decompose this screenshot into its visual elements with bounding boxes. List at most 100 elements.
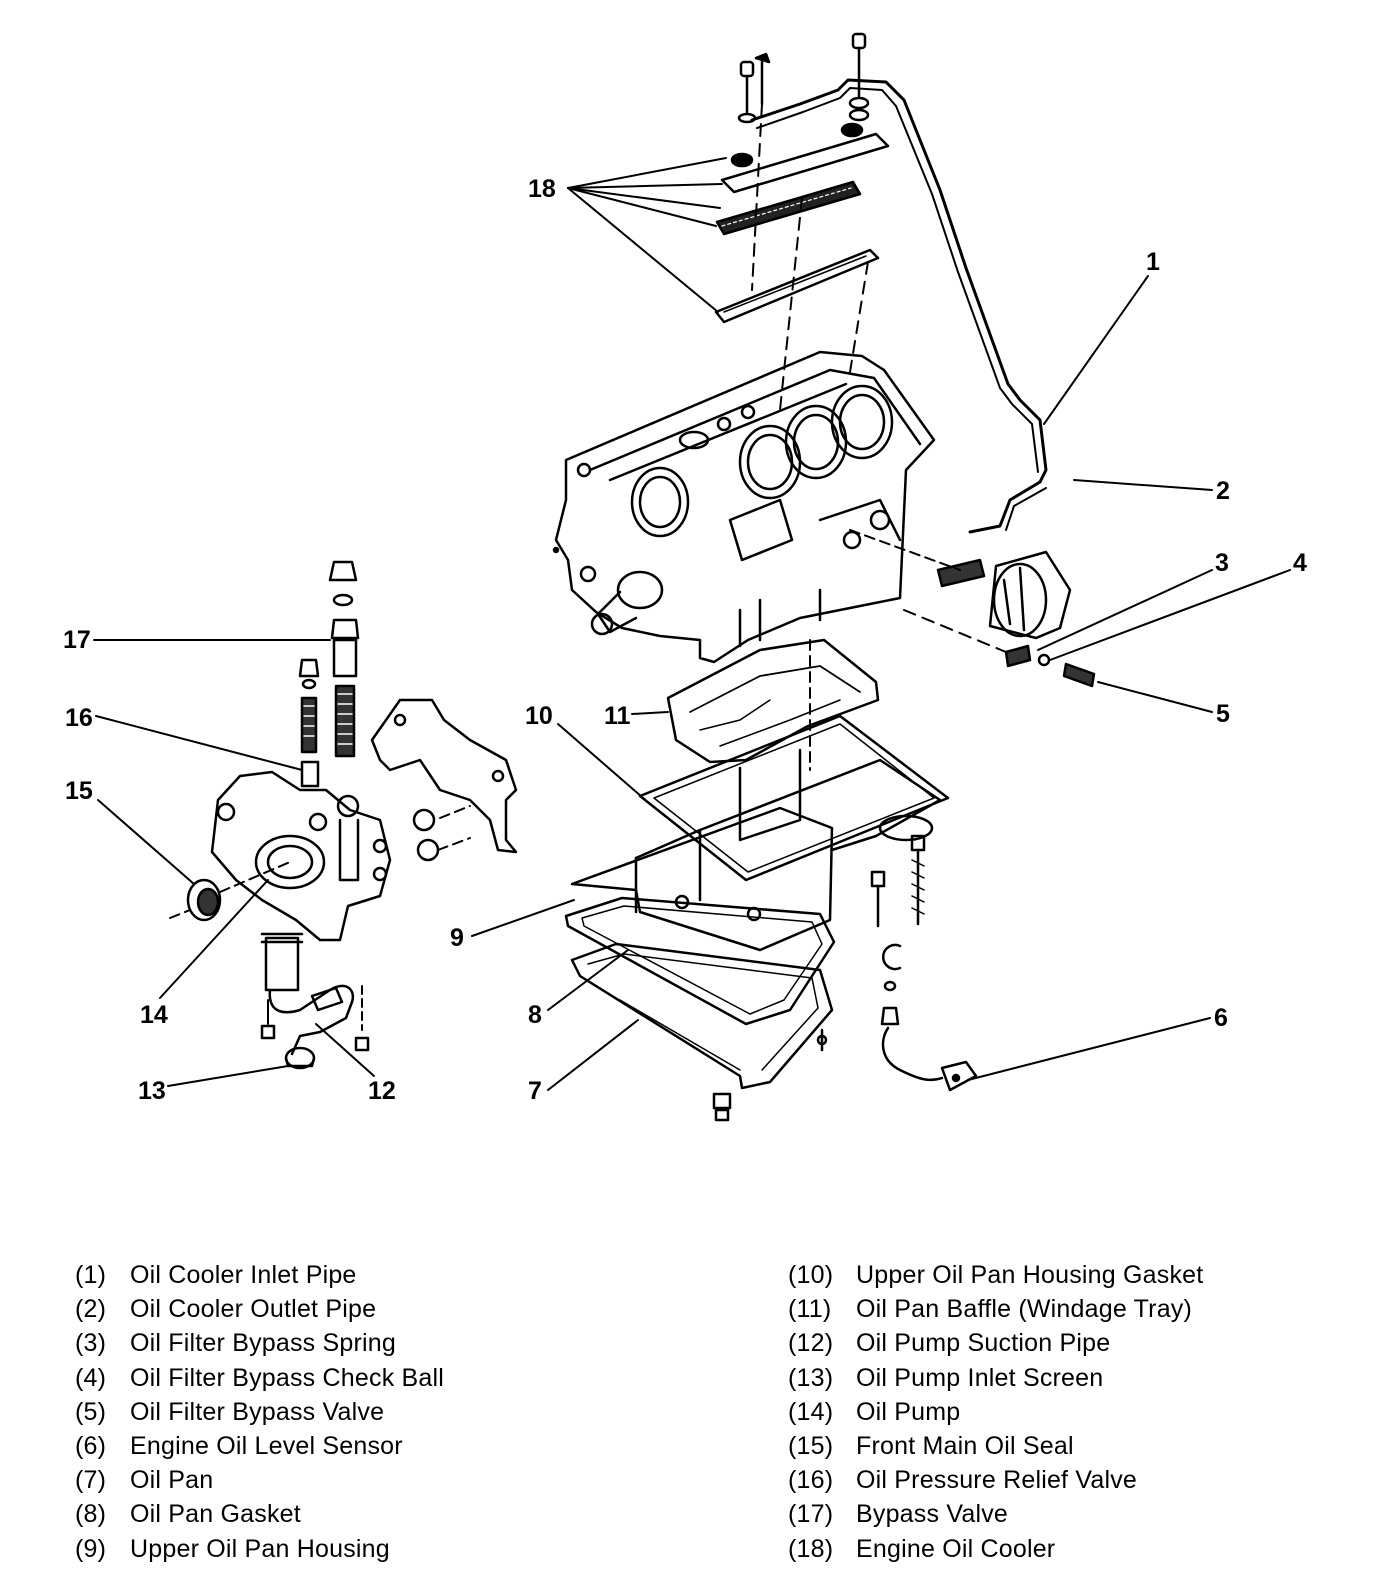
callout-11: 11	[604, 702, 631, 730]
callout-18: 18	[528, 175, 556, 203]
legend-item: (14)Oil Pump	[788, 1395, 1203, 1429]
oil-pan	[570, 942, 834, 1122]
bypass-valve	[1062, 662, 1096, 688]
legend-item: (4) Oil Filter Bypass Check Ball	[75, 1361, 444, 1395]
upper-oil-pan-housing	[570, 748, 942, 952]
legend-name: Oil Filter Bypass Spring	[130, 1329, 396, 1358]
legend-number: (5)	[75, 1397, 107, 1426]
callout-12: 12	[368, 1077, 396, 1105]
callout-8: 8	[528, 1001, 542, 1029]
legend-item: (13) Oil Pump Inlet Screen	[788, 1361, 1203, 1395]
legend-item: (2) Oil Cooler Outlet Pipe	[75, 1292, 444, 1326]
legend-number: (4)	[75, 1363, 107, 1392]
cooler-bolt-left	[737, 60, 757, 124]
legend-item: (10) Upper Oil Pan Housing Gasket	[788, 1258, 1203, 1292]
callout-13: 13	[138, 1077, 166, 1105]
legend-name: Upper Oil Pan Housing	[130, 1534, 390, 1563]
legend-number: (7)	[75, 1466, 107, 1495]
legend-name: Oil Cooler Outlet Pipe	[130, 1295, 377, 1324]
legend-item: (11) Oil Pan Baffle (Windage Tray)	[788, 1292, 1203, 1326]
callout-3: 3	[1215, 549, 1229, 577]
legend-name: Oil Pressure Relief Valve	[856, 1466, 1138, 1495]
legend-number: (17)	[788, 1500, 834, 1529]
legend-name: Front Main Oil Seal	[856, 1431, 1074, 1460]
legend-left-column: (1) Oil Cooler Inlet Pipe (2) Oil Cooler O…	[75, 1258, 444, 1566]
legend-number: (15)	[788, 1431, 834, 1460]
legend-item: (7) Oil Pan	[75, 1463, 444, 1497]
legend-name: Oil Pan Baffle (Windage Tray)	[856, 1295, 1193, 1324]
legend-name: Engine Oil Level Sensor	[130, 1431, 403, 1460]
legend-number: (6)	[75, 1431, 107, 1460]
oil-pump-assembly	[169, 560, 518, 1070]
legend-name: Oil Filter Bypass Check Ball	[130, 1363, 445, 1392]
legend-item: (17) Bypass Valve	[788, 1497, 1203, 1531]
exploded-engine-diagram: 18 1 2 3 4 5 17 16 15 10 11 9 8 6 14 7 1…	[63, 32, 1307, 1122]
legend-name: Engine Oil Cooler	[856, 1534, 1056, 1563]
callout-14: 14	[140, 1001, 168, 1029]
legend-number: (8)	[75, 1500, 107, 1529]
legend-item: (12)Oil Pump Suction Pipe	[788, 1326, 1203, 1360]
legend-name: Oil Pump Inlet Screen	[856, 1363, 1104, 1392]
pan-bolts	[870, 834, 926, 928]
relief-valve-stack	[298, 658, 320, 788]
callout-6: 6	[1214, 1004, 1228, 1032]
legend-number: (2)	[75, 1295, 107, 1324]
legend-item: (16) Oil Pressure Relief Valve	[788, 1463, 1203, 1497]
oil-cooler-tube	[750, 78, 1048, 484]
callout-labels: 18 1 2 3 4 5 17 16 15 10 11 9 8 6 14 7 1…	[63, 175, 1307, 1105]
callout-2: 2	[1216, 477, 1230, 505]
cooler-core	[715, 180, 862, 236]
legend-item: (5) Oil Filter Bypass Valve	[75, 1395, 444, 1429]
leader-lines	[93, 157, 1291, 1091]
oil-pump-inlet-screen	[284, 1046, 316, 1070]
callout-15: 15	[65, 777, 93, 805]
callout-4: 4	[1293, 549, 1307, 577]
bypass-check-ball	[1037, 653, 1051, 667]
legend-name: Oil Filter Bypass Valve	[130, 1397, 385, 1426]
legend-item: (9) Upper Oil Pan Housing	[75, 1532, 444, 1566]
engine-oil-cooler-assembly	[714, 32, 1048, 534]
legend-number: (9)	[75, 1534, 107, 1563]
oil-pan-baffle	[666, 638, 880, 771]
legend-name: Oil Pump Suction Pipe	[856, 1329, 1111, 1358]
engine-block	[552, 350, 936, 664]
bypass-spring	[1004, 644, 1032, 668]
legend-item: (1) Oil Cooler Inlet Pipe	[75, 1258, 444, 1292]
legend-number: (1)	[75, 1261, 107, 1289]
pump-cover-gasket	[370, 698, 518, 854]
callout-16: 16	[65, 704, 93, 732]
callout-17: 17	[63, 626, 91, 654]
legend-item: (6) Engine Oil Level Sensor	[75, 1429, 444, 1463]
legend-name: Oil Pan	[130, 1466, 214, 1495]
upper-oil-pan-housing-gasket	[638, 714, 950, 882]
cooler-bracket	[720, 132, 890, 194]
legend-right-column: (10) Upper Oil Pan Housing Gasket (11) Oil…	[788, 1258, 1203, 1566]
cooler-bolt-mid	[754, 52, 771, 106]
bypass-valve-stack	[328, 560, 360, 758]
legend-number: (16)	[788, 1466, 834, 1495]
callout-9: 9	[450, 924, 464, 952]
oil-pan-gasket	[564, 896, 836, 1026]
legend-name: Oil Cooler Inlet Pipe	[130, 1261, 357, 1289]
callout-10: 10	[525, 702, 553, 730]
legend-item: (18) Engine Oil Cooler	[788, 1532, 1203, 1566]
legend-number: (11)	[788, 1295, 832, 1324]
oil-pump-body	[210, 770, 471, 942]
legend-name: Bypass Valve	[856, 1500, 1009, 1529]
legend-number: (18)	[788, 1534, 834, 1563]
legend-number: (13)	[788, 1363, 834, 1392]
callout-7: 7	[528, 1077, 542, 1105]
drain-plug	[712, 1092, 732, 1122]
front-main-seal	[169, 861, 291, 922]
legend-name: Upper Oil Pan Housing Gasket	[856, 1261, 1204, 1289]
legend-number: (10)	[788, 1261, 834, 1289]
oil-filter	[849, 529, 1072, 640]
callout-5: 5	[1216, 700, 1230, 728]
legend-name: Oil Pan Gasket	[130, 1500, 301, 1529]
legend-number: (14)	[788, 1397, 834, 1426]
oil-pump-suction-pipe	[260, 932, 370, 1056]
oil-level-sensor	[880, 943, 978, 1092]
legend-item: (3)Oil Filter Bypass Spring	[75, 1326, 444, 1360]
cooler-gasket	[714, 248, 880, 324]
legend-item: (8) Oil Pan Gasket	[75, 1497, 444, 1531]
